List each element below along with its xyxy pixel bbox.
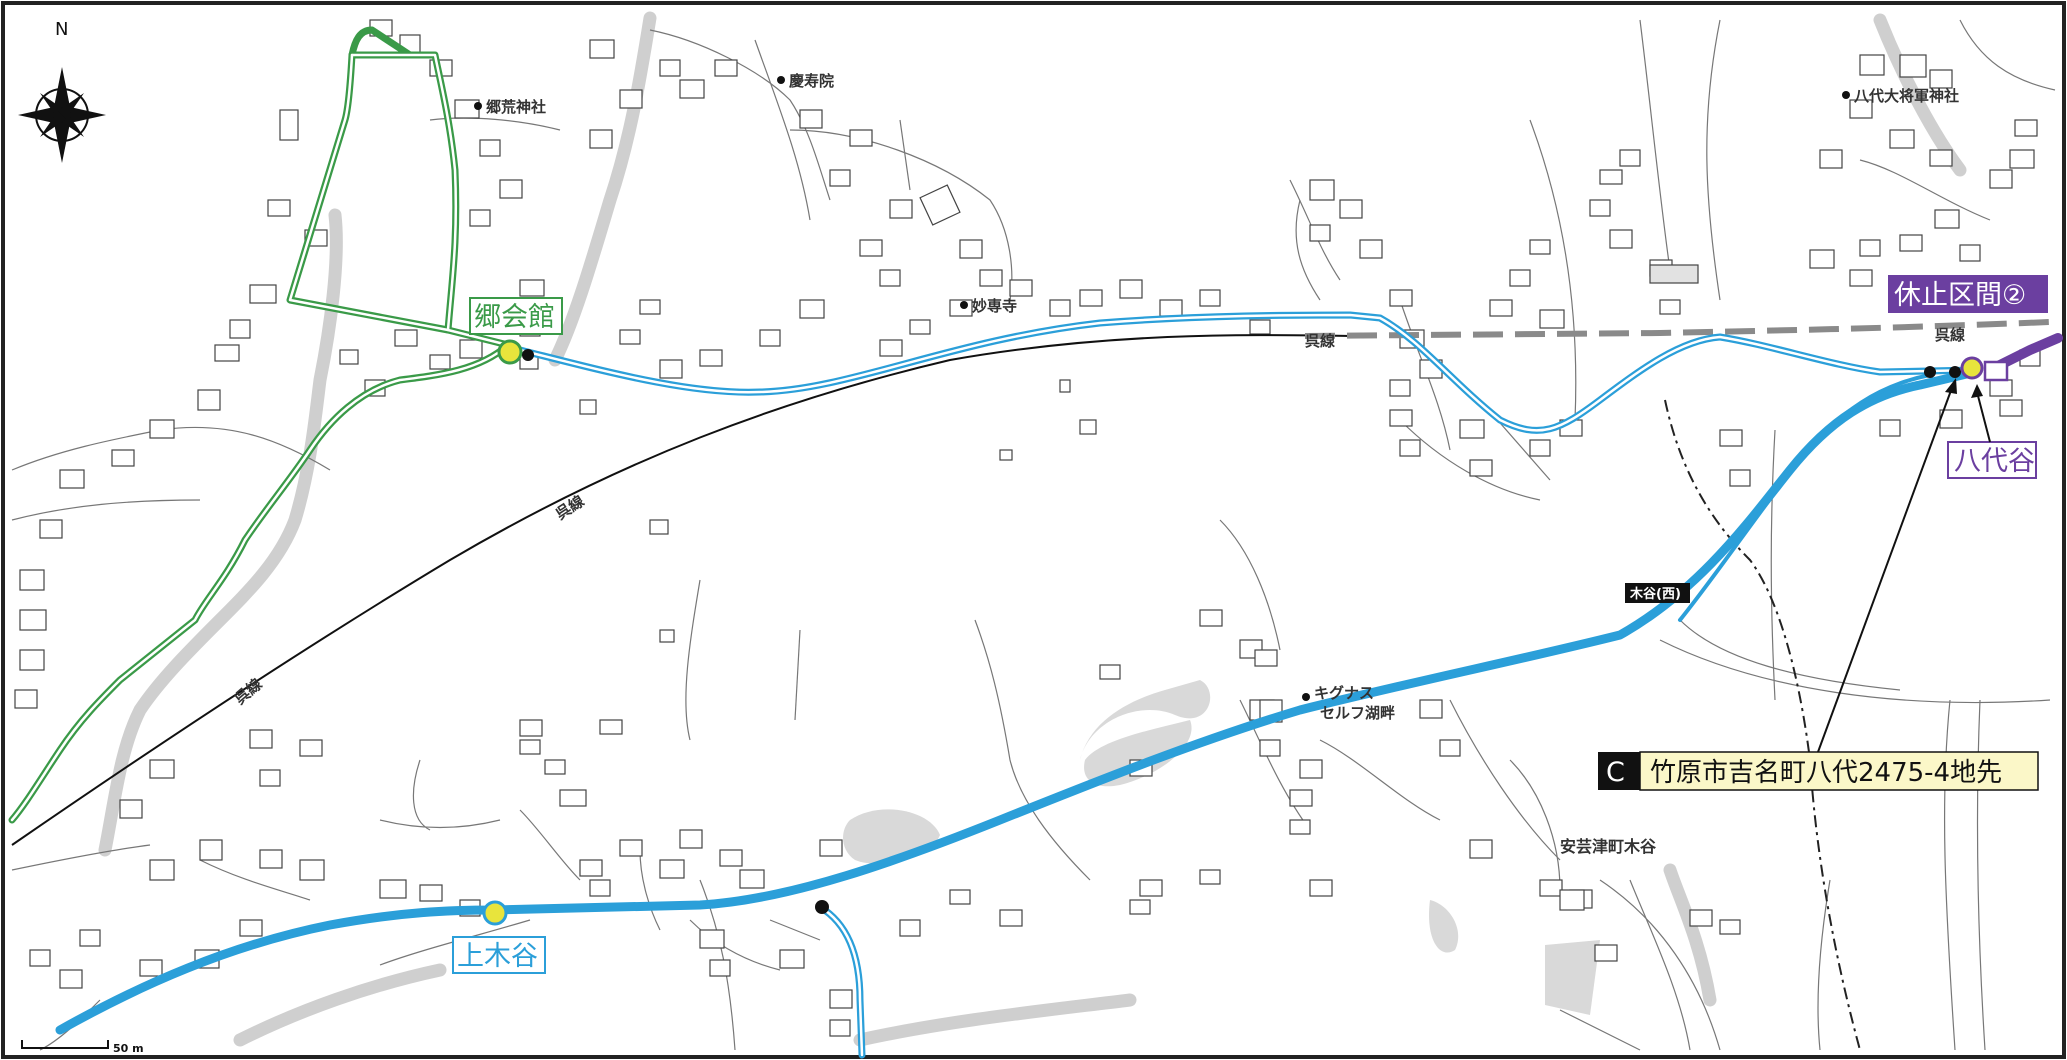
- poi-dots: [474, 76, 1850, 701]
- stop-gokaikan-label: 郷会館: [474, 302, 555, 333]
- kidani-ic-badge: [1625, 583, 1690, 603]
- location-address-box: [1639, 751, 2039, 791]
- stop-yashirodani[interactable]: [1924, 356, 1984, 380]
- rail-suspended: [1304, 319, 2051, 339]
- purple-route-end: [1983, 360, 2009, 382]
- municipal-boundary: [1664, 399, 1861, 1051]
- scale-label: 50 m: [113, 1042, 144, 1055]
- ponds: [843, 680, 1600, 1015]
- place-yashiro-shrine: 八代大将軍神社: [1853, 87, 1959, 105]
- suspended-section-label: 休止区間②: [1894, 280, 2026, 311]
- stop-kamikidani-label: 上木谷: [457, 941, 538, 972]
- stop-kamikidani[interactable]: [482, 900, 508, 926]
- place-kiguna-1: キグナス: [1314, 684, 1374, 702]
- stop-gokaikan[interactable]: [497, 339, 534, 365]
- location-marker-label: C: [1606, 757, 1625, 788]
- stop-gokaikan-box: [469, 297, 563, 335]
- rail-label-east: 呉線: [1935, 326, 1965, 344]
- green-route-inner: [10, 53, 510, 822]
- location-address-label: 竹原市吉名町八代2475-4地先: [1650, 758, 2002, 788]
- kidani-ic-label: 木谷(西): [1629, 586, 1681, 602]
- north-arrow-icon: [18, 67, 106, 163]
- north-label: N: [55, 19, 68, 40]
- stop-yashirodani-box: [1947, 441, 2037, 479]
- blue-route-upper: [516, 311, 1979, 434]
- place-myosenji: 妙専寺: [972, 297, 1017, 315]
- blue-route-lower: [55, 367, 1980, 1059]
- stop-marker-junction: [815, 900, 829, 914]
- location-pointer: [1817, 384, 1954, 753]
- stop-kamikidani-box: [452, 936, 546, 974]
- rail-label-upper: 呉線: [1305, 332, 1335, 350]
- scale-bar: [21, 1040, 109, 1049]
- location-marker-box: [1598, 752, 1640, 790]
- place-keijuin: 慶寿院: [789, 72, 834, 90]
- rail-kure-line: [11, 334, 1361, 846]
- yashirodani-pointer: [1976, 391, 1991, 443]
- place-gokojinja: 郷荒神社: [486, 98, 546, 116]
- suspended-section-box: [1888, 275, 2048, 313]
- grey-roads: [98, 11, 1967, 1047]
- stop-yashirodani-label: 八代谷: [1954, 446, 2035, 477]
- place-akitsu-kidani: 安芸津町木谷: [1560, 837, 1657, 856]
- place-kiguna-2: セルフ湖畔: [1320, 704, 1395, 722]
